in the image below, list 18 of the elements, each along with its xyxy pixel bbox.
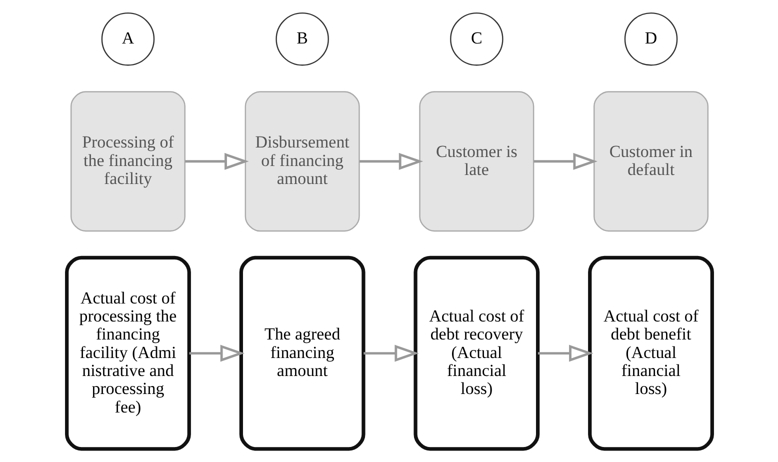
node-box: Disbursement of financing amount [244,91,360,232]
node-box: Actual cost of debt recovery (Actual financial loss) [413,256,540,451]
node-box: Actual cost of processing the financing facility (Administrative and processing fee) [64,256,190,451]
arrow [188,344,244,362]
node-box: Customer is late [418,91,534,232]
arrow [533,152,597,170]
node-box: Customer in default [593,91,708,232]
node-box: The agreed financing amount [238,256,365,451]
arrow [184,152,248,170]
arrow [537,344,593,362]
arrow [359,152,423,170]
node-circle: C [450,12,503,66]
node-box: Processing of the financing facility [70,91,185,232]
arrow [363,344,418,362]
node-circle: B [275,12,328,66]
node-box: Actual cost of debt benefit (Actual financial loss) [588,256,714,451]
node-circle: D [624,12,678,66]
node-circle: A [100,12,154,66]
